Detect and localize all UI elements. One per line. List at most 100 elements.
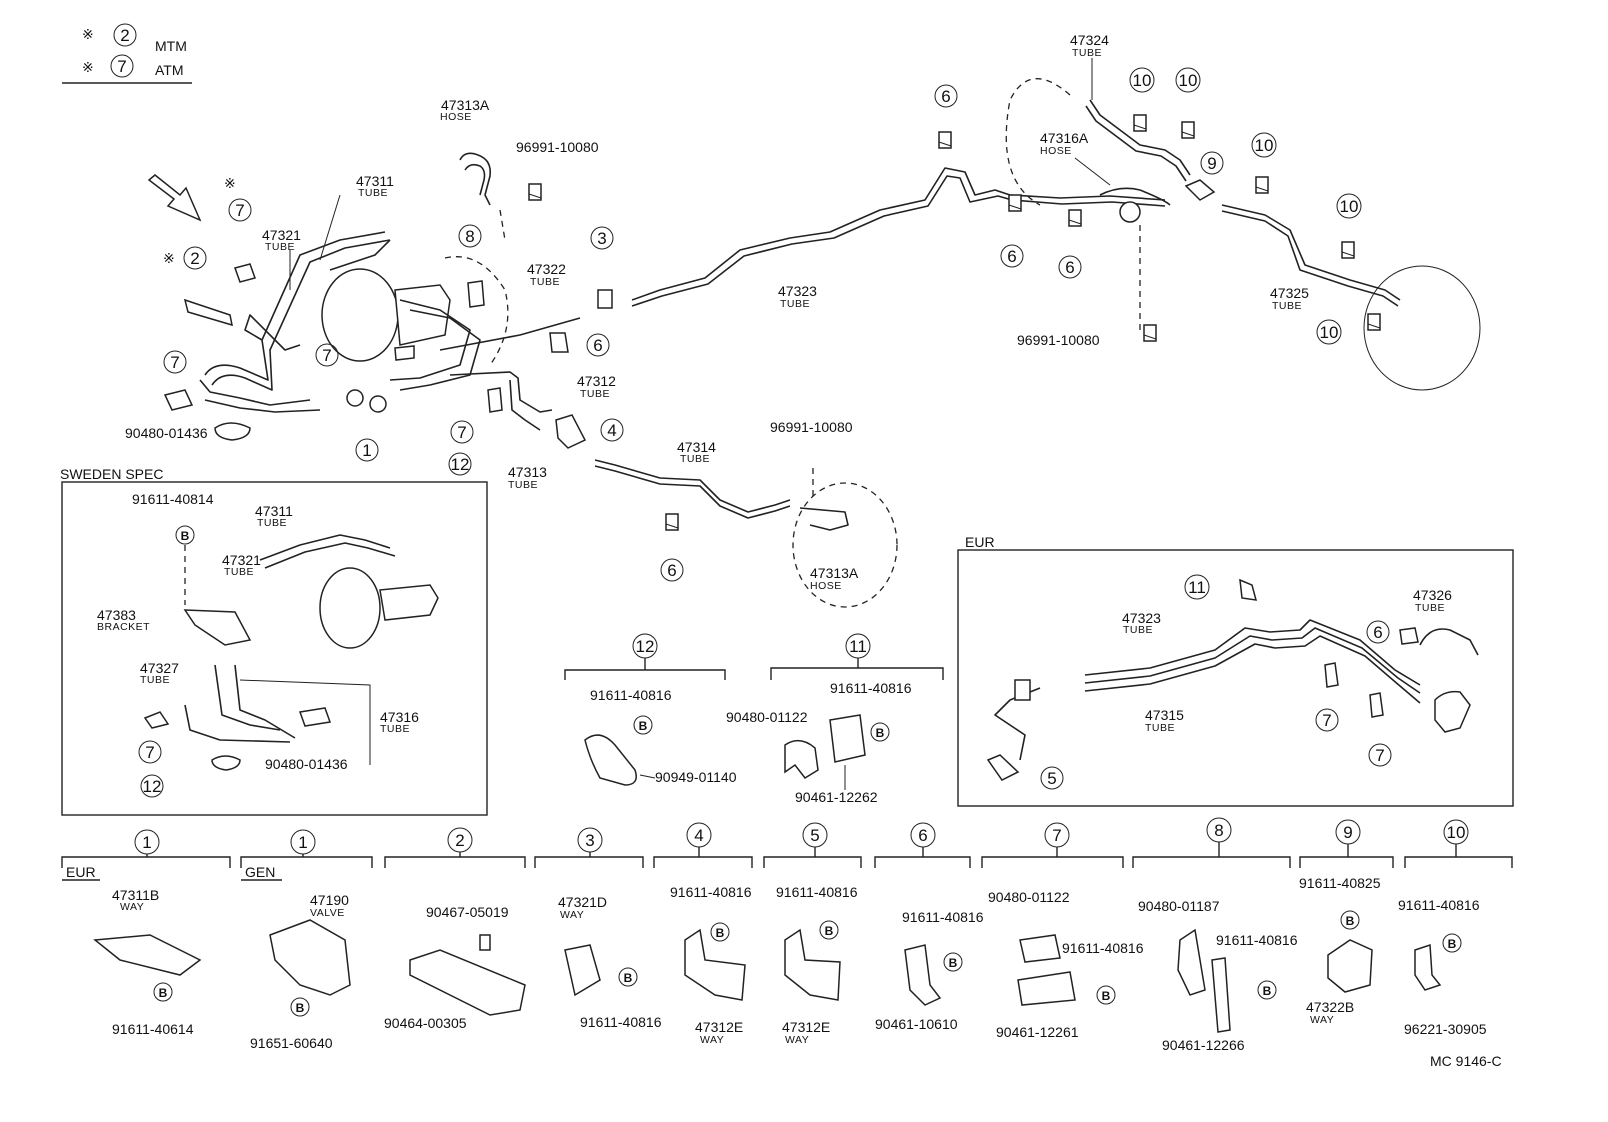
svg-text:B: B [639, 719, 648, 733]
svg-text:7: 7 [1322, 711, 1331, 730]
svg-text:90464-00305: 90464-00305 [384, 1015, 467, 1031]
legend-num-2: 7 [117, 57, 126, 76]
svg-text:WAY: WAY [560, 909, 584, 921]
svg-text:90480-01187: 90480-01187 [1138, 898, 1220, 914]
svg-text:5: 5 [1047, 769, 1056, 788]
svg-text:TUBE: TUBE [257, 517, 287, 529]
svg-text:9: 9 [1207, 154, 1216, 173]
svg-text:7: 7 [170, 353, 179, 372]
part-2-bracket [183, 298, 233, 327]
svg-text:TUBE: TUBE [508, 479, 538, 491]
svg-text:47316: 47316 [380, 709, 419, 725]
svg-text:TUBE: TUBE [780, 298, 810, 310]
svg-text:B: B [296, 1001, 305, 1015]
eur-panel: EUR 47323 TUBE 47326 TUBE 47315 TUBE 11 … [957, 534, 1514, 807]
svg-text:※: ※ [163, 250, 175, 266]
svg-text:47383: 47383 [97, 607, 136, 623]
svg-text:47322B: 47322B [1306, 999, 1354, 1015]
svg-text:91611-40816: 91611-40816 [902, 909, 984, 925]
svg-text:6: 6 [1065, 258, 1074, 277]
diagram-code: MC 9146-C [1430, 1053, 1502, 1069]
svg-text:WAY: WAY [120, 901, 144, 913]
sweden-spec-panel: SWEDEN SPEC 91611-40814 B 47311 TUBE 473… [60, 466, 488, 816]
svg-text:91611-40816: 91611-40816 [590, 687, 672, 703]
svg-text:91611-40816: 91611-40816 [830, 680, 912, 696]
svg-text:7: 7 [1052, 826, 1061, 845]
svg-text:91611-40814: 91611-40814 [132, 491, 214, 507]
main-labels: 47313A HOSE 96991-10080 47311 TUBE ※ 473… [125, 32, 1309, 592]
svg-text:47322: 47322 [527, 261, 566, 277]
svg-text:6: 6 [918, 826, 927, 845]
svg-text:47311B: 47311B [112, 887, 159, 903]
group-11: 11 91611-40816 90480-01122 B 90461-12262 [726, 633, 944, 805]
svg-text:B: B [716, 926, 725, 940]
svg-text:11: 11 [1188, 578, 1206, 597]
svg-text:HOSE: HOSE [440, 111, 472, 123]
svg-text:91651-60640: 91651-60640 [250, 1035, 333, 1051]
svg-text:47314: 47314 [677, 439, 716, 455]
svg-text:EUR: EUR [66, 864, 96, 880]
svg-text:TUBE: TUBE [140, 674, 170, 686]
svg-text:47312E: 47312E [695, 1019, 743, 1035]
svg-text:6: 6 [593, 336, 602, 355]
svg-text:47190: 47190 [310, 892, 349, 908]
brake-booster [321, 268, 399, 362]
svg-text:7: 7 [235, 201, 244, 220]
svg-text:9: 9 [1343, 823, 1352, 842]
svg-text:3: 3 [585, 831, 594, 850]
clamp-90949 [584, 734, 637, 786]
svg-text:B: B [181, 529, 190, 543]
svg-text:1: 1 [142, 833, 151, 852]
svg-text:47312E: 47312E [782, 1019, 830, 1035]
svg-text:WAY: WAY [1310, 1014, 1334, 1026]
svg-text:8: 8 [465, 227, 474, 246]
svg-text:VALVE: VALVE [310, 907, 345, 919]
svg-text:90467-05019: 90467-05019 [426, 904, 509, 920]
svg-text:47323: 47323 [778, 283, 817, 299]
svg-text:47311: 47311 [255, 503, 293, 519]
svg-text:90480-01436: 90480-01436 [265, 756, 348, 772]
svg-text:90480-01436: 90480-01436 [125, 425, 208, 441]
svg-text:TUBE: TUBE [1072, 47, 1102, 59]
main-callouts: 7 2 7 7 1 8 3 6 4 7 12 6 6 6 6 10 10 9 1… [163, 67, 1362, 582]
svg-text:B: B [159, 986, 168, 1000]
svg-text:47321D: 47321D [558, 894, 607, 910]
svg-text:HOSE: HOSE [810, 580, 842, 592]
svg-text:2: 2 [190, 249, 199, 268]
svg-text:TUBE: TUBE [1123, 624, 1153, 636]
svg-text:12: 12 [451, 455, 470, 474]
svg-text:47325: 47325 [1270, 285, 1309, 301]
svg-text:47313: 47313 [508, 464, 547, 480]
svg-text:8: 8 [1214, 821, 1223, 840]
svg-text:91611-40816: 91611-40816 [670, 884, 752, 900]
svg-text:1: 1 [362, 441, 371, 460]
svg-text:B: B [1346, 914, 1355, 928]
svg-text:11: 11 [849, 637, 867, 656]
svg-text:1: 1 [298, 833, 307, 852]
svg-text:47321: 47321 [222, 552, 261, 568]
svg-text:91611-40816: 91611-40816 [580, 1014, 662, 1030]
svg-text:90480-01122: 90480-01122 [988, 889, 1070, 905]
svg-text:47315: 47315 [1145, 707, 1184, 723]
svg-text:90461-12261: 90461-12261 [996, 1024, 1079, 1040]
svg-text:91611-40614: 91611-40614 [112, 1021, 194, 1037]
svg-text:5: 5 [810, 826, 819, 845]
svg-text:96991-10080: 96991-10080 [770, 419, 853, 435]
svg-text:B: B [876, 726, 885, 740]
svg-text:B: B [1102, 989, 1111, 1003]
sweden-spec-title: SWEDEN SPEC [60, 466, 163, 482]
svg-text:91611-40816: 91611-40816 [776, 884, 858, 900]
svg-text:10: 10 [1179, 71, 1198, 90]
svg-text:12: 12 [636, 637, 655, 656]
main-tube-runs [199, 78, 1481, 608]
svg-text:TUBE: TUBE [1272, 300, 1302, 312]
svg-text:GEN: GEN [245, 864, 275, 880]
bottom-parts-row: 1 EUR 47311B WAY B 91611-40614 1 GEN 471… [61, 817, 1513, 1053]
svg-text:47321: 47321 [262, 227, 301, 243]
svg-text:90461-10610: 90461-10610 [875, 1016, 958, 1032]
svg-text:TUBE: TUBE [358, 187, 388, 199]
svg-text:47316A: 47316A [1040, 130, 1089, 146]
svg-text:10: 10 [1447, 823, 1466, 842]
svg-text:2: 2 [455, 831, 464, 850]
